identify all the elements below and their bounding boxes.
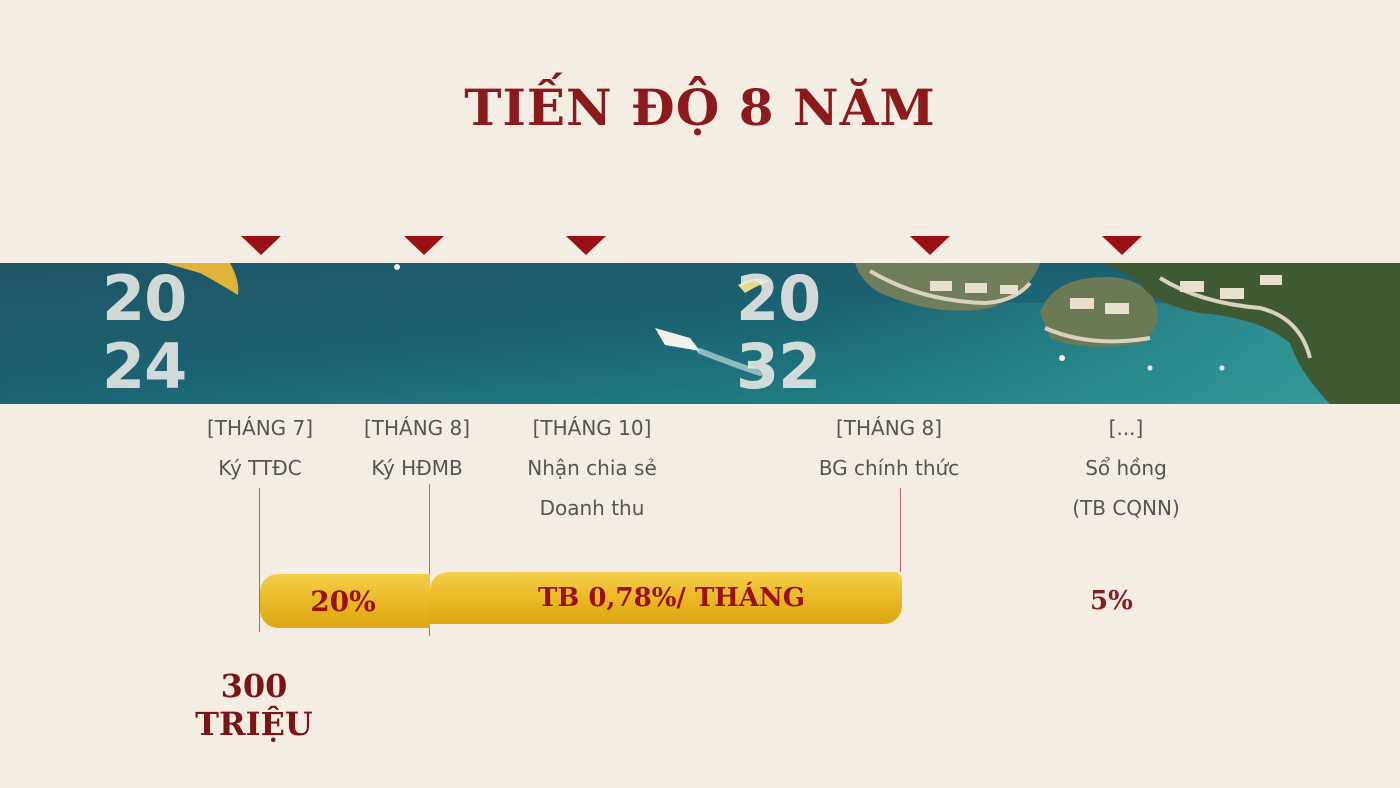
milestone-1-event: Ký TTĐC: [218, 456, 302, 480]
milestone-4: [THÁNG 8] BG chính thức: [789, 408, 989, 488]
year-2032-top: 20: [736, 263, 821, 335]
milestone-5-date: [...]: [1108, 416, 1144, 440]
coastal-photo-band: 20 24 20 32: [0, 263, 1400, 404]
connector-line-1: [259, 488, 260, 632]
payment-monthly-label: TB 0,78%/ THÁNG: [538, 583, 806, 613]
deposit-amount-unit: TRIỆU: [195, 705, 313, 743]
year-2024-top: 20: [102, 263, 187, 335]
timeline-marker-3: [566, 236, 606, 255]
aerial-sea-image: [0, 263, 1400, 404]
deposit-amount: 300 TRIỆU: [174, 667, 334, 743]
milestone-3-event: Nhận chia sẻ: [527, 456, 657, 480]
payment-final-label: 5%: [1090, 586, 1133, 616]
milestone-5-event: Sổ hồng: [1085, 456, 1167, 480]
year-2024-bottom: 24: [102, 330, 187, 403]
milestone-2-event: Ký HĐMB: [371, 456, 463, 480]
milestone-1: [THÁNG 7] Ký TTĐC: [180, 408, 340, 488]
payment-bar-monthly: TB 0,78%/ THÁNG: [430, 572, 902, 624]
milestone-3-event-cont: Doanh thu: [539, 496, 645, 520]
milestone-4-event: BG chính thức: [818, 456, 960, 480]
milestone-2-date: [THÁNG 8]: [363, 416, 471, 440]
payment-first-label: 20%: [310, 584, 376, 618]
milestone-5: [...] Sổ hồng (TB CQNN): [1036, 408, 1216, 528]
timeline-marker-5: [1102, 236, 1142, 255]
deposit-amount-number: 300: [220, 667, 288, 705]
payment-bar-first: 20%: [260, 574, 430, 628]
timeline-marker-4: [910, 236, 950, 255]
milestone-5-event-cont: (TB CQNN): [1072, 496, 1180, 520]
milestone-3-date: [THÁNG 10]: [532, 416, 652, 440]
connector-line-3: [900, 488, 901, 572]
milestone-3: [THÁNG 10] Nhận chia sẻ Doanh thu: [502, 408, 682, 528]
page-title: TIẾN ĐỘ 8 NĂM: [464, 78, 936, 137]
milestone-1-date: [THÁNG 7]: [206, 416, 314, 440]
timeline-marker-2: [404, 236, 444, 255]
timeline-marker-1: [241, 236, 281, 255]
year-2032-bottom: 32: [736, 330, 821, 403]
milestone-4-date: [THÁNG 8]: [835, 416, 943, 440]
connector-line-2: [429, 484, 430, 636]
milestone-2: [THÁNG 8] Ký HĐMB: [337, 408, 497, 488]
